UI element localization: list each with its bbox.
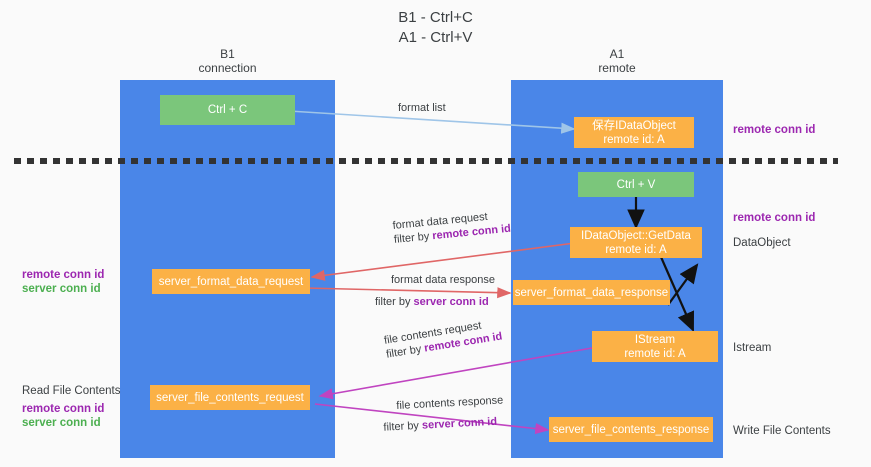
annotation-remote-conn-id-mid: remote conn id <box>733 212 816 224</box>
edge-label-format-data-response-text: format data response <box>391 274 495 286</box>
title-line-2: A1 - Ctrl+V <box>398 29 473 46</box>
edge-label-format-list-text: format list <box>398 102 446 114</box>
node-server-file-contents-response-label: server_file_contents_response <box>552 423 710 436</box>
edge-label-file-contents-response-filter: filter by server conn id <box>383 414 505 434</box>
node-server-format-data-response-label: server_format_data_response <box>514 286 669 299</box>
node-getdata-line1: IDataObject::GetData <box>581 229 691 242</box>
node-istream[interactable]: IStream remote id: A <box>592 331 718 362</box>
column-header-b1-role: connection <box>198 61 257 75</box>
annotation-left-server-conn-id-bottom: server conn id <box>22 417 101 429</box>
edge-label-format-list: format list <box>398 101 446 115</box>
node-server-file-contents-response[interactable]: server_file_contents_response <box>549 417 713 442</box>
node-save-idataobject-line1: 保存IDataObject <box>592 119 676 132</box>
node-server-file-contents-request-label: server_file_contents_request <box>156 391 304 404</box>
column-header-a1-name: A1 <box>609 47 625 61</box>
edge-label-format-data-response: format data response filter by server co… <box>375 273 495 309</box>
node-server-format-data-request[interactable]: server_format_data_request <box>152 269 310 294</box>
column-header-b1-name: B1 <box>220 47 235 61</box>
edge-label-file-contents-response: file contents response filter by server … <box>383 393 505 434</box>
filter-prefix: filter by <box>393 230 433 246</box>
title-line-1: B1 - Ctrl+C <box>398 9 473 26</box>
filter-prefix: filter by <box>375 296 414 308</box>
annotation-left-remote-conn-id-bottom: remote conn id <box>22 403 105 415</box>
edge-label-format-data-request: format data request filter by remote con… <box>392 208 512 247</box>
node-ctrl-c[interactable]: Ctrl + C <box>160 95 295 125</box>
annotation-write-file-contents: Write File Contents <box>733 425 831 437</box>
annotation-left-server-conn-id-mid: server conn id <box>22 283 101 295</box>
filter-key-server-conn-id: server conn id <box>413 296 489 308</box>
column-header-a1-role: remote <box>598 61 636 75</box>
node-istream-line1: IStream <box>634 333 676 346</box>
node-save-idataobject-line2: remote id: A <box>603 133 665 146</box>
annotation-remote-conn-id-top: remote conn id <box>733 124 816 136</box>
annotation-left-remote-conn-id-mid: remote conn id <box>22 269 105 281</box>
annotation-read-file-contents: Read File Contents <box>22 385 121 397</box>
node-getdata-line2: remote id: A <box>605 243 667 256</box>
page-title: B1 - Ctrl+C A1 - Ctrl+V <box>0 8 871 48</box>
node-save-idataobject[interactable]: 保存IDataObject remote id: A <box>574 117 694 148</box>
filter-key-server-conn-id: server conn id <box>421 415 498 432</box>
node-istream-line2: remote id: A <box>624 347 686 360</box>
node-ctrl-v[interactable]: Ctrl + V <box>578 172 694 197</box>
node-server-format-data-response[interactable]: server_format_data_response <box>513 280 670 305</box>
node-server-format-data-request-label: server_format_data_request <box>158 275 304 288</box>
column-header-b1: B1 connection <box>120 47 335 75</box>
edge-label-file-contents-response-text: file contents response <box>396 394 504 412</box>
node-ctrl-c-label: Ctrl + C <box>207 104 248 116</box>
filter-prefix: filter by <box>383 419 423 434</box>
edge-label-file-contents-request: file contents request filter by remote c… <box>383 316 503 362</box>
phase-divider <box>14 158 838 164</box>
annotation-dataobject: DataObject <box>733 237 791 249</box>
node-server-file-contents-request[interactable]: server_file_contents_request <box>150 385 310 410</box>
annotation-istream: Istream <box>733 342 772 354</box>
column-header-a1: A1 remote <box>511 47 723 75</box>
node-ctrl-v-label: Ctrl + V <box>616 178 656 191</box>
node-idataobject-getdata[interactable]: IDataObject::GetData remote id: A <box>570 227 702 258</box>
edge-label-format-data-response-filter: filter by server conn id <box>375 295 495 309</box>
